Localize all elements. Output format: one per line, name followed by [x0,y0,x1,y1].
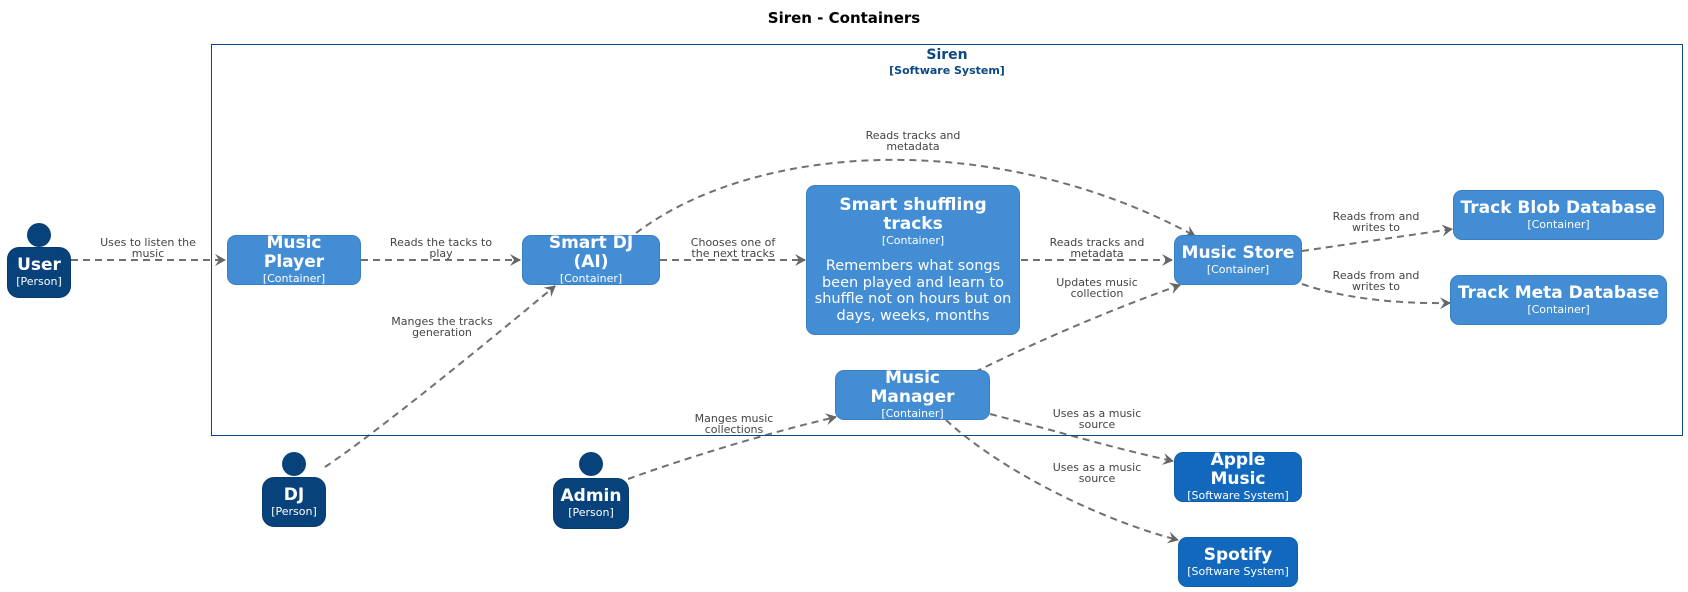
node-name: Music Manager [870,368,955,407]
node-name: User [17,255,61,275]
diagram-title: Siren - Containers [767,9,921,27]
container-smart-dj[interactable]: Smart DJ (AI) [Container] [522,233,660,285]
node-name: Track Blob Database [1460,197,1657,218]
edge-label-store-meta: Reads from and writes to [1332,269,1420,293]
node-type: [Container] [262,272,326,285]
node-type: [Container] [1206,262,1270,276]
container-track-meta-database[interactable]: Track Meta Database [Container] [1450,275,1667,325]
dj-person-icon [282,452,306,476]
node-type: [Software System] [1187,489,1289,502]
edge-djperson-smartdj [324,285,556,468]
node-name: Smart shuffling tracks [839,195,987,234]
node-type: [Software System] [1187,564,1289,578]
node-type: [Container] [559,272,623,285]
edge-label-manager-store: Updates music collection [1056,276,1138,300]
node-name: Admin [560,486,622,506]
container-smart-shuffling[interactable]: Smart shuffling tracks [Container] Remem… [806,185,1020,335]
container-music-manager[interactable]: Music Manager [Container] [835,368,990,420]
user-person-icon [27,223,51,247]
person-admin[interactable]: Admin [Person] [553,478,629,529]
edge-manager-apple [989,413,1174,465]
container-music-store[interactable]: Music Store [Container] [1174,235,1302,285]
edge-label-dj-shuffle: Chooses one of the next tracks [690,236,776,260]
node-name: Spotify [1203,544,1273,565]
node-type: [Person] [568,506,614,519]
edge-label-djperson-smartdj: Manges the tracks generation [391,315,493,339]
node-name: Music Player [263,233,325,272]
edge-label-player-dj: Reads the tacks to play [389,236,493,260]
edge-label-manager-spotify: Uses as a music source [1052,461,1142,485]
edge-manager-spotify [945,419,1179,544]
node-name: DJ [283,484,305,505]
node-name: Music Store [1181,242,1295,263]
boundary-name: Siren [926,47,968,63]
node-type: [Container] [1527,217,1590,231]
edge-label-user-player: Uses to listen the music [100,236,196,260]
system-boundary-siren: Siren [Software System] [211,44,1683,436]
edge-manager-store [974,282,1181,373]
container-music-player[interactable]: Music Player [Container] [227,233,361,285]
node-type: [Container] [881,407,944,420]
node-type: [Person] [16,275,62,288]
node-type: [Container] [881,234,945,247]
node-name: Apple Music [1210,450,1266,489]
container-track-blob-database[interactable]: Track Blob Database [Container] [1453,190,1664,240]
node-description: Remembers what songs been played and lea… [814,258,1012,324]
edge-store-meta [1301,283,1451,310]
node-name: Smart DJ (AI) [548,233,634,272]
node-type: [Container] [1527,302,1590,316]
edge-label-store-blob: Reads from and writes to [1332,210,1420,234]
edge-label-dj-store: Reads tracks and metadata [865,129,961,153]
edge-label-admin-manager: Manges music collections [694,412,774,436]
system-spotify[interactable]: Spotify [Software System] [1178,537,1298,587]
person-user[interactable]: User [Person] [7,247,71,298]
person-dj[interactable]: DJ [Person] [262,477,326,527]
node-name: Track Meta Database [1457,282,1660,303]
boundary-type: [Software System] [889,64,1005,77]
edge-dj-store [635,158,1196,237]
system-apple-music[interactable]: Apple Music [Software System] [1174,450,1302,502]
admin-person-icon [579,452,603,476]
edge-label-manager-apple: Uses as a music source [1052,407,1142,431]
edge-label-shuffle-store: Reads tracks and metadata [1049,236,1145,260]
node-type: [Person] [271,504,317,518]
edge-store-blob [1301,224,1453,252]
